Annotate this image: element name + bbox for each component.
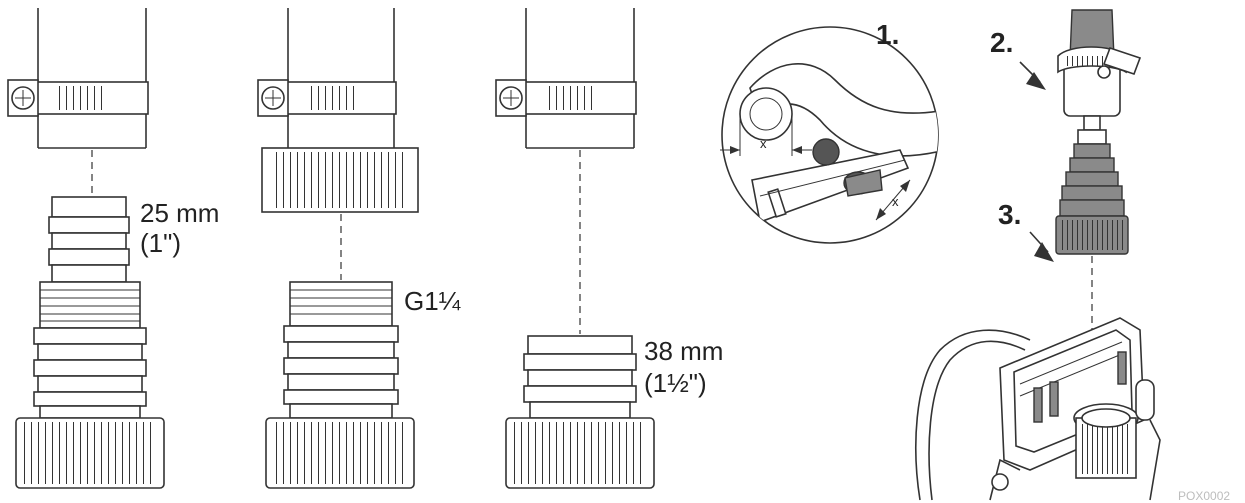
threaded-coupling-sleeve xyxy=(261,147,419,213)
label-25mm: 25 mm xyxy=(140,198,219,228)
hose-pipe xyxy=(525,8,635,149)
cutter-blade xyxy=(751,149,910,224)
adapter-assembly-25mm: 25 mm (1") xyxy=(7,8,219,489)
hose-clamp-pump xyxy=(1057,46,1142,79)
threaded-adapter xyxy=(33,281,147,419)
hose-clamp xyxy=(7,79,149,117)
hose-pipe xyxy=(287,8,395,148)
cutting-detail: x x 1. xyxy=(720,19,939,244)
label-1-5-inch: (1½") xyxy=(644,368,707,398)
hose-clamp xyxy=(495,79,637,117)
threaded-adapter xyxy=(283,281,399,419)
dim-x-label: x xyxy=(892,194,899,209)
label-1-inch: (1") xyxy=(140,228,181,258)
arrow-step-2 xyxy=(1019,61,1046,90)
dimension-x-adapter: x xyxy=(875,179,911,221)
label-38mm: 38 mm xyxy=(644,336,723,366)
bent-hose xyxy=(749,63,938,157)
hose-pipe xyxy=(37,8,147,149)
arrow-step-3 xyxy=(1029,231,1054,262)
step-3-label: 3. xyxy=(998,199,1021,230)
adapter-stub xyxy=(812,138,883,197)
adapter-assembly-38mm: 38 mm (1½") xyxy=(495,8,723,489)
barbed-adapter-25mm xyxy=(48,196,130,283)
stepped-adapter-pump xyxy=(1055,129,1129,255)
step-1-label: 1. xyxy=(876,19,899,50)
stepped-adapter-38mm xyxy=(523,335,637,419)
dimension-x-hose: x xyxy=(720,118,812,156)
pump-assembly: 2. 3. xyxy=(915,9,1161,501)
figure-code: POX0002 xyxy=(1178,489,1230,503)
hose-clamp xyxy=(257,79,397,117)
hose-stub xyxy=(1083,115,1101,131)
union-nut xyxy=(265,417,415,489)
union-nut xyxy=(505,417,655,489)
dim-x-label: x xyxy=(760,136,767,151)
step-2-label: 2. xyxy=(990,27,1013,58)
label-g1-1-4: G1¼ xyxy=(404,286,461,316)
adapter-assembly-g1-1-4: G1¼ xyxy=(257,8,461,489)
pump-body xyxy=(915,317,1161,501)
union-nut xyxy=(15,417,165,489)
